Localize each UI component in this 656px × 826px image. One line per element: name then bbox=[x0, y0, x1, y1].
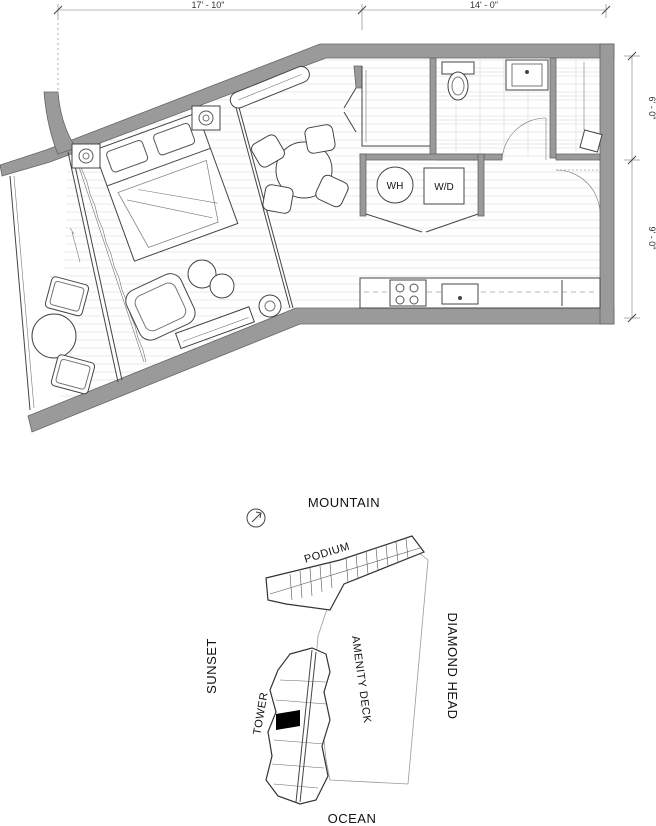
tower-label: TOWER bbox=[251, 691, 270, 736]
nightstand-right bbox=[191, 105, 221, 131]
tv-console bbox=[174, 306, 255, 350]
curtains bbox=[75, 156, 147, 363]
entry-door bbox=[555, 169, 601, 215]
orientation-mountain: MOUNTAIN bbox=[308, 495, 380, 510]
ottoman-large bbox=[187, 259, 217, 289]
site-boundary bbox=[315, 551, 429, 785]
podium-building bbox=[265, 535, 425, 611]
banquette bbox=[229, 66, 310, 109]
walls bbox=[0, 43, 615, 433]
bathroom bbox=[441, 59, 603, 161]
dimension-width-living: 17' - 10" bbox=[192, 0, 225, 10]
unit-location-marker bbox=[276, 710, 300, 730]
washer-dryer-label: W/D bbox=[434, 182, 453, 193]
water-heater-label: WH bbox=[387, 181, 404, 192]
balcony bbox=[9, 151, 123, 411]
side-table bbox=[258, 294, 282, 318]
orientation-ocean: OCEAN bbox=[328, 811, 377, 826]
bed bbox=[93, 111, 239, 262]
lounge-chair bbox=[125, 273, 196, 341]
tower-building bbox=[265, 647, 331, 805]
dimension-height-bath: 6' - 0" bbox=[647, 97, 656, 120]
nightstand-left bbox=[71, 143, 101, 169]
laundry: WH W/D bbox=[365, 166, 479, 233]
orientation-diamond-head: DIAMOND HEAD bbox=[445, 612, 460, 719]
ottoman-small bbox=[209, 273, 235, 299]
kitchen-counter bbox=[359, 277, 601, 309]
dimension-height-kitchen: 9' - 0" bbox=[647, 227, 656, 250]
north-arrow bbox=[246, 508, 266, 528]
dimension-lines: 17' - 10" 14' - 0" 6' - 0" 9' - 0" bbox=[53, 0, 656, 323]
balcony-table bbox=[31, 313, 77, 359]
dimension-width-service: 14' - 0" bbox=[470, 0, 498, 10]
balcony-chair-upper bbox=[44, 276, 90, 317]
amenity-deck-label: AMENITY DECK bbox=[349, 635, 373, 724]
orientation-sunset: SUNSET bbox=[204, 638, 219, 694]
balcony-chair-lower bbox=[50, 354, 96, 395]
entry-closet bbox=[343, 66, 430, 147]
dining-set bbox=[251, 124, 349, 214]
